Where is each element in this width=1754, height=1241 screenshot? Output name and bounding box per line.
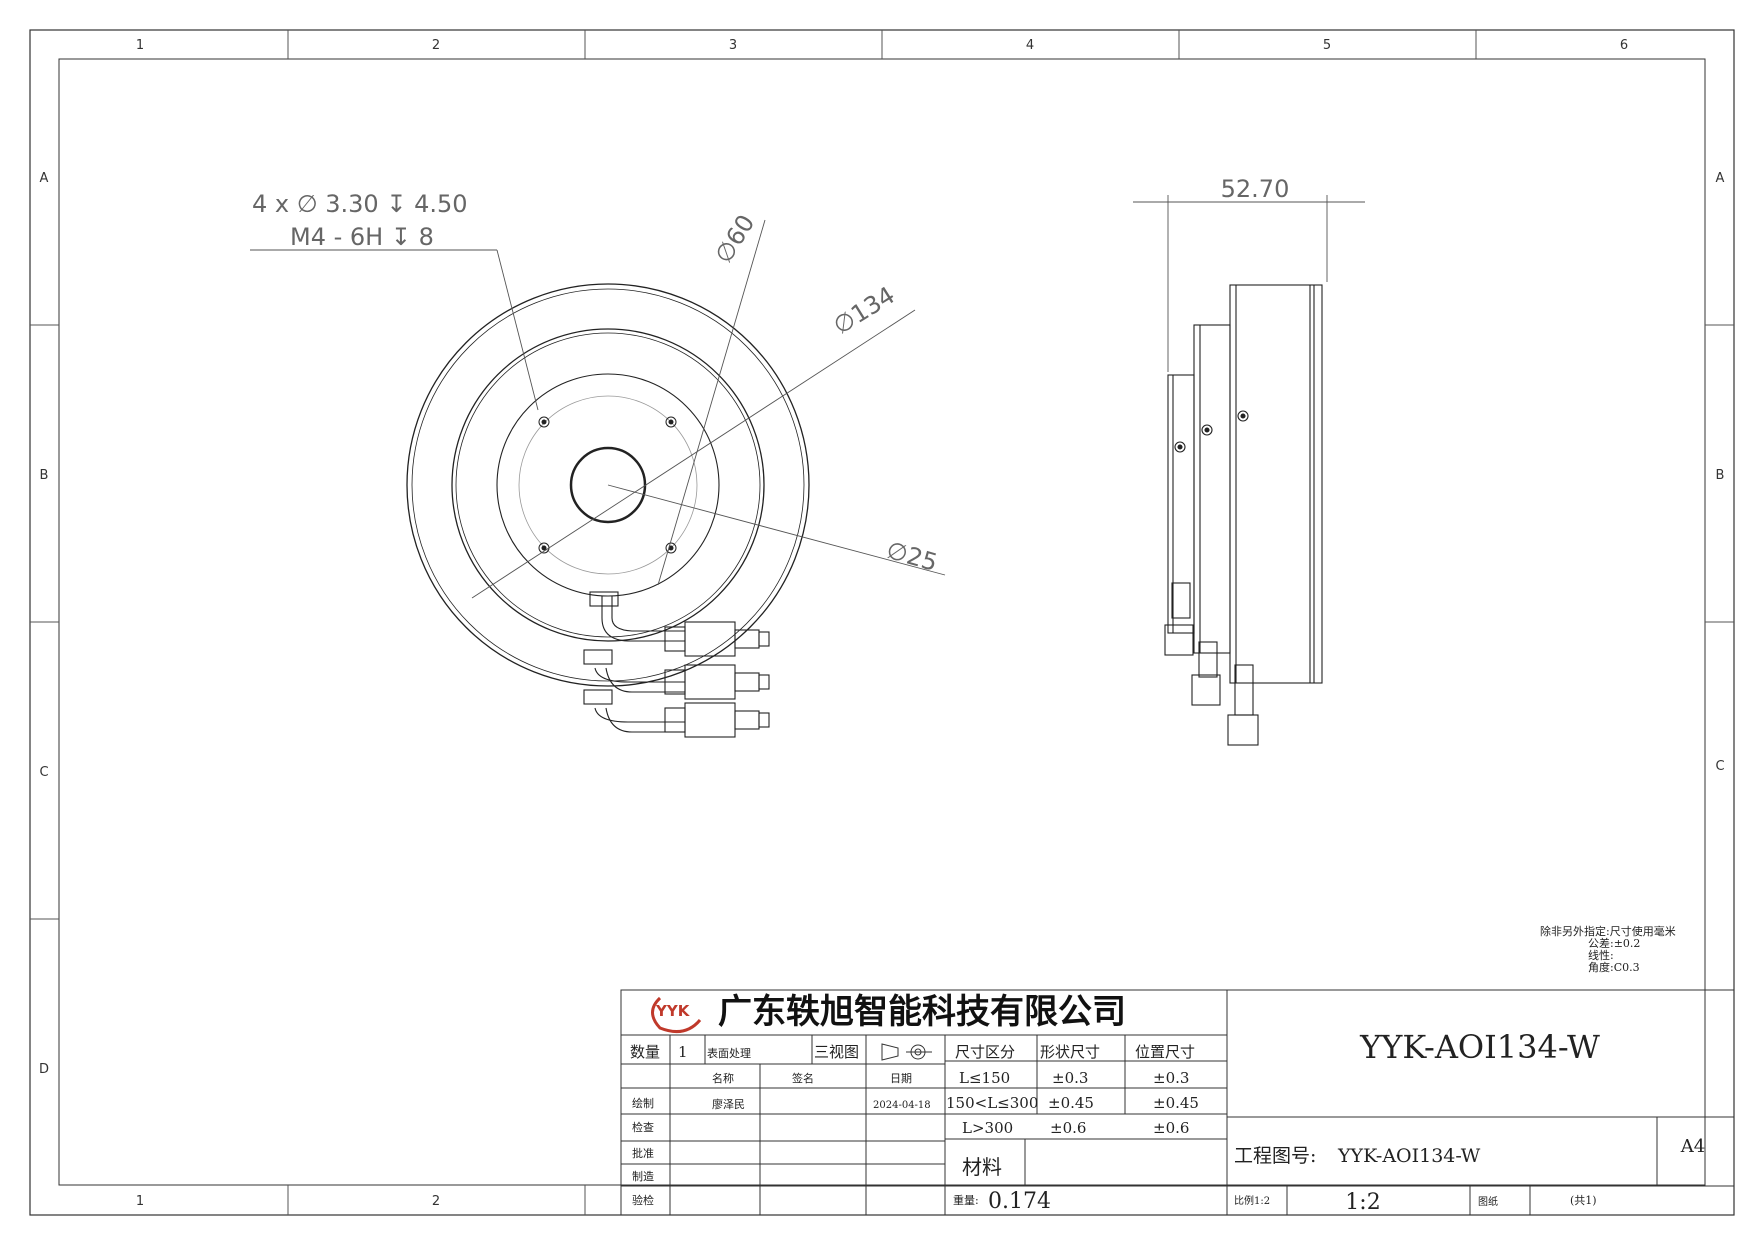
col-label-bottom-2: 2 xyxy=(432,1194,440,1209)
row-label-a-right: A xyxy=(1716,171,1725,186)
dimension-lines xyxy=(250,219,946,599)
check-label: 检查 xyxy=(632,1120,654,1134)
tol-range-1: L≤150 xyxy=(959,1069,1010,1087)
make-label: 制造 xyxy=(632,1169,654,1183)
col-label-2: 2 xyxy=(432,38,440,53)
scale-value: 1:2 xyxy=(1345,1190,1380,1215)
drawing-no-label: 工程图号: xyxy=(1234,1145,1316,1167)
dim-phi-134: ∅134 xyxy=(828,281,899,340)
tol-form-2: ±0.45 xyxy=(1048,1094,1094,1112)
tol-pos-1: ±0.3 xyxy=(1153,1069,1189,1087)
surface-label: 表面处理 xyxy=(707,1046,751,1060)
note-line4: 角度:C0.3 xyxy=(1588,960,1640,974)
tol-header-form: 形状尺寸 xyxy=(1040,1043,1100,1061)
note-line3: 线性: xyxy=(1588,948,1614,962)
views-label: 三视图 xyxy=(814,1043,859,1061)
col-label-6: 6 xyxy=(1620,38,1628,53)
quantity-label: 数量 xyxy=(630,1043,660,1061)
drawer-name: 廖泽民 xyxy=(712,1097,745,1111)
draw-label: 绘制 xyxy=(632,1096,654,1110)
sheet-size: A4 xyxy=(1680,1136,1705,1157)
paper-label: 图纸 xyxy=(1478,1195,1498,1208)
front-view xyxy=(250,219,946,738)
tol-pos-3: ±0.6 xyxy=(1153,1119,1189,1137)
hole-callout-line1: 4 x ∅ 3.30 ↧ 4.50 xyxy=(252,190,468,218)
date-label: 日期 xyxy=(890,1072,912,1085)
dim-phi-25: ∅25 xyxy=(883,536,940,577)
tol-range-3: L>300 xyxy=(962,1119,1013,1137)
dim-width: 52.70 xyxy=(1221,175,1290,203)
company-logo: YYK xyxy=(651,996,702,1034)
zone-dividers xyxy=(30,30,1734,1215)
signature-label: 签名 xyxy=(792,1071,814,1085)
tol-header-size: 尺寸区分 xyxy=(955,1043,1015,1061)
name-label: 名称 xyxy=(712,1071,734,1085)
drawing-no: YYK-AOI134-W xyxy=(1337,1145,1481,1167)
col-label-1: 1 xyxy=(136,38,144,53)
row-label-c-right: C xyxy=(1715,759,1724,774)
row-label-d: D xyxy=(39,1062,49,1077)
tol-range-2: 150<L≤300 xyxy=(946,1094,1038,1112)
row-label-a: A xyxy=(40,171,49,186)
svg-text:YYK: YYK xyxy=(655,1002,691,1020)
weight-label: 重量: xyxy=(953,1193,979,1207)
projection-symbol xyxy=(881,1043,932,1061)
sheet-count: (共1) xyxy=(1570,1194,1597,1207)
side-dimension xyxy=(1133,195,1365,372)
drawing-title: YYK-AOI134-W xyxy=(1359,1028,1600,1066)
col-label-5: 5 xyxy=(1323,38,1331,53)
tol-form-1: ±0.3 xyxy=(1052,1069,1088,1087)
tol-pos-2: ±0.45 xyxy=(1153,1094,1199,1112)
col-label-4: 4 xyxy=(1026,38,1034,53)
tol-header-pos: 位置尺寸 xyxy=(1135,1043,1195,1061)
hole-callout-line2: M4 - 6H ↧ 8 xyxy=(290,223,434,251)
quantity-value: 1 xyxy=(678,1043,688,1061)
company-name: 广东轶旭智能科技有限公司 xyxy=(718,992,1126,1032)
col-label-bottom-1: 1 xyxy=(136,1194,144,1209)
material-label: 材料 xyxy=(962,1155,1002,1179)
row-label-c: C xyxy=(39,765,48,780)
weight-value: 0.174 xyxy=(988,1189,1051,1214)
note-line1: 除非另外指定:尺寸使用毫米 xyxy=(1540,924,1676,938)
title-block xyxy=(620,989,1735,1216)
cable-connectors xyxy=(583,591,770,738)
row-label-b-right: B xyxy=(1716,468,1725,483)
row-label-b: B xyxy=(40,468,49,483)
draw-date: 2024-04-18 xyxy=(873,1100,931,1111)
side-view xyxy=(1164,284,1323,746)
col-label-3: 3 xyxy=(729,38,737,53)
note-line2: 公差:±0.2 xyxy=(1588,936,1640,950)
scale-label: 比例1:2 xyxy=(1234,1194,1270,1207)
inspect-label: 验检 xyxy=(632,1193,654,1207)
tol-form-3: ±0.6 xyxy=(1050,1119,1086,1137)
approve-label: 批准 xyxy=(632,1146,654,1160)
mounting-holes xyxy=(538,416,677,554)
dim-phi-60: ∅60 xyxy=(709,210,760,268)
